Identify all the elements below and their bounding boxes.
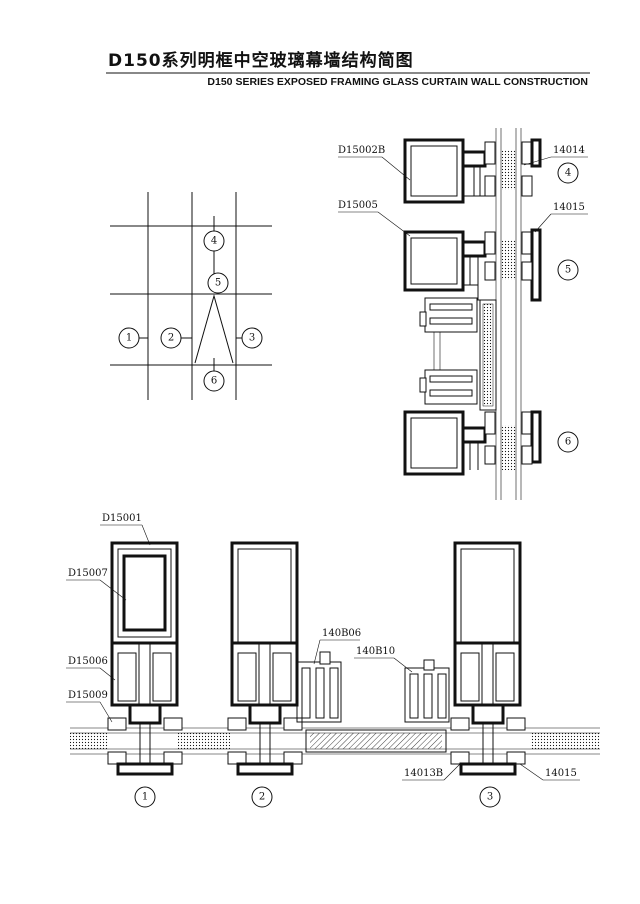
grid-marker-4: 4 [203,230,225,252]
section-marker-bottom-1: 1 [134,786,156,808]
svg-text:D15007: D15007 [68,568,108,579]
label-14015-top: 14015 [534,202,588,233]
operable-sash [419,297,497,411]
grid-marker-6: 6 [203,370,225,392]
svg-text:6: 6 [211,376,217,387]
section-marker-4: 4 [557,162,579,184]
section-marker-bottom-2: 2 [251,786,273,808]
section-marker-6: 6 [557,431,579,453]
label-d15002b: D15002B [338,145,411,181]
section-marker-5: 5 [557,259,579,281]
grid-marker-1: 1 [118,327,140,349]
svg-text:3: 3 [249,333,255,344]
label-14014: 14014 [523,145,588,166]
svg-text:D15006: D15006 [68,656,108,667]
svg-text:2: 2 [259,792,265,803]
grid-marker-5: 5 [207,272,229,294]
svg-text:14014: 14014 [553,145,585,156]
label-140b10: 140B10 [354,646,413,673]
svg-text:D15002B: D15002B [338,145,385,156]
grid-marker-3: 3 [241,327,263,349]
svg-text:6: 6 [565,437,571,448]
transom-profile-middle [403,228,542,302]
mullion-3 [450,541,526,776]
svg-text:140B06: 140B06 [322,628,361,639]
svg-text:140B10: 140B10 [356,646,395,657]
mullion-2 [227,541,303,776]
label-d15007: D15007 [66,568,127,601]
label-d15009: D15009 [66,690,113,723]
svg-text:D15001: D15001 [102,513,142,524]
transom-profile-upper [403,138,542,204]
svg-text:D15005: D15005 [338,200,378,211]
transom-profile-lower [403,410,542,476]
label-140b06: 140B06 [313,628,361,665]
label-14015-bottom: 14015 [519,763,580,781]
section-marker-bottom-3: 3 [479,786,501,808]
label-d15005: D15005 [338,200,411,237]
svg-text:1: 1 [126,333,132,344]
svg-text:2: 2 [168,333,174,344]
glass-lines [495,128,522,500]
label-d15006: D15006 [66,656,116,681]
label-14013b: 14013B [402,763,461,781]
mullion-1 [107,541,183,776]
title-main: D150系列明框中空玻璃幕墙结构简图 [108,50,414,71]
svg-text:5: 5 [215,278,221,289]
sash-frame-140b06 [296,651,342,723]
glass-lines-horizontal [70,727,600,755]
horizontal-section: D15001 D15007 D15006 D15009 140B06 140B1… [66,513,600,808]
sash-opening-symbol [194,294,234,364]
vertical-section: D15002B D15005 14014 14015 4 5 [338,128,588,500]
svg-text:D15009: D15009 [68,690,108,701]
title-block: D150系列明框中空玻璃幕墙结构简图 D150 SERIES EXPOSED F… [106,50,590,88]
svg-text:4: 4 [211,236,217,247]
svg-text:14013B: 14013B [404,768,443,779]
elevation-grid: 4 5 1 2 3 6 [110,192,272,400]
svg-text:14015: 14015 [545,768,577,779]
svg-text:14015: 14015 [553,202,585,213]
grid-marker-2: 2 [160,327,182,349]
svg-text:1: 1 [142,792,148,803]
svg-text:5: 5 [565,265,571,276]
title-english: D150 SERIES EXPOSED FRAMING GLASS CURTAI… [207,76,588,88]
sash-frame-140b10 [404,659,450,723]
svg-text:4: 4 [565,168,571,179]
svg-text:3: 3 [487,792,493,803]
label-d15001: D15001 [100,513,151,546]
